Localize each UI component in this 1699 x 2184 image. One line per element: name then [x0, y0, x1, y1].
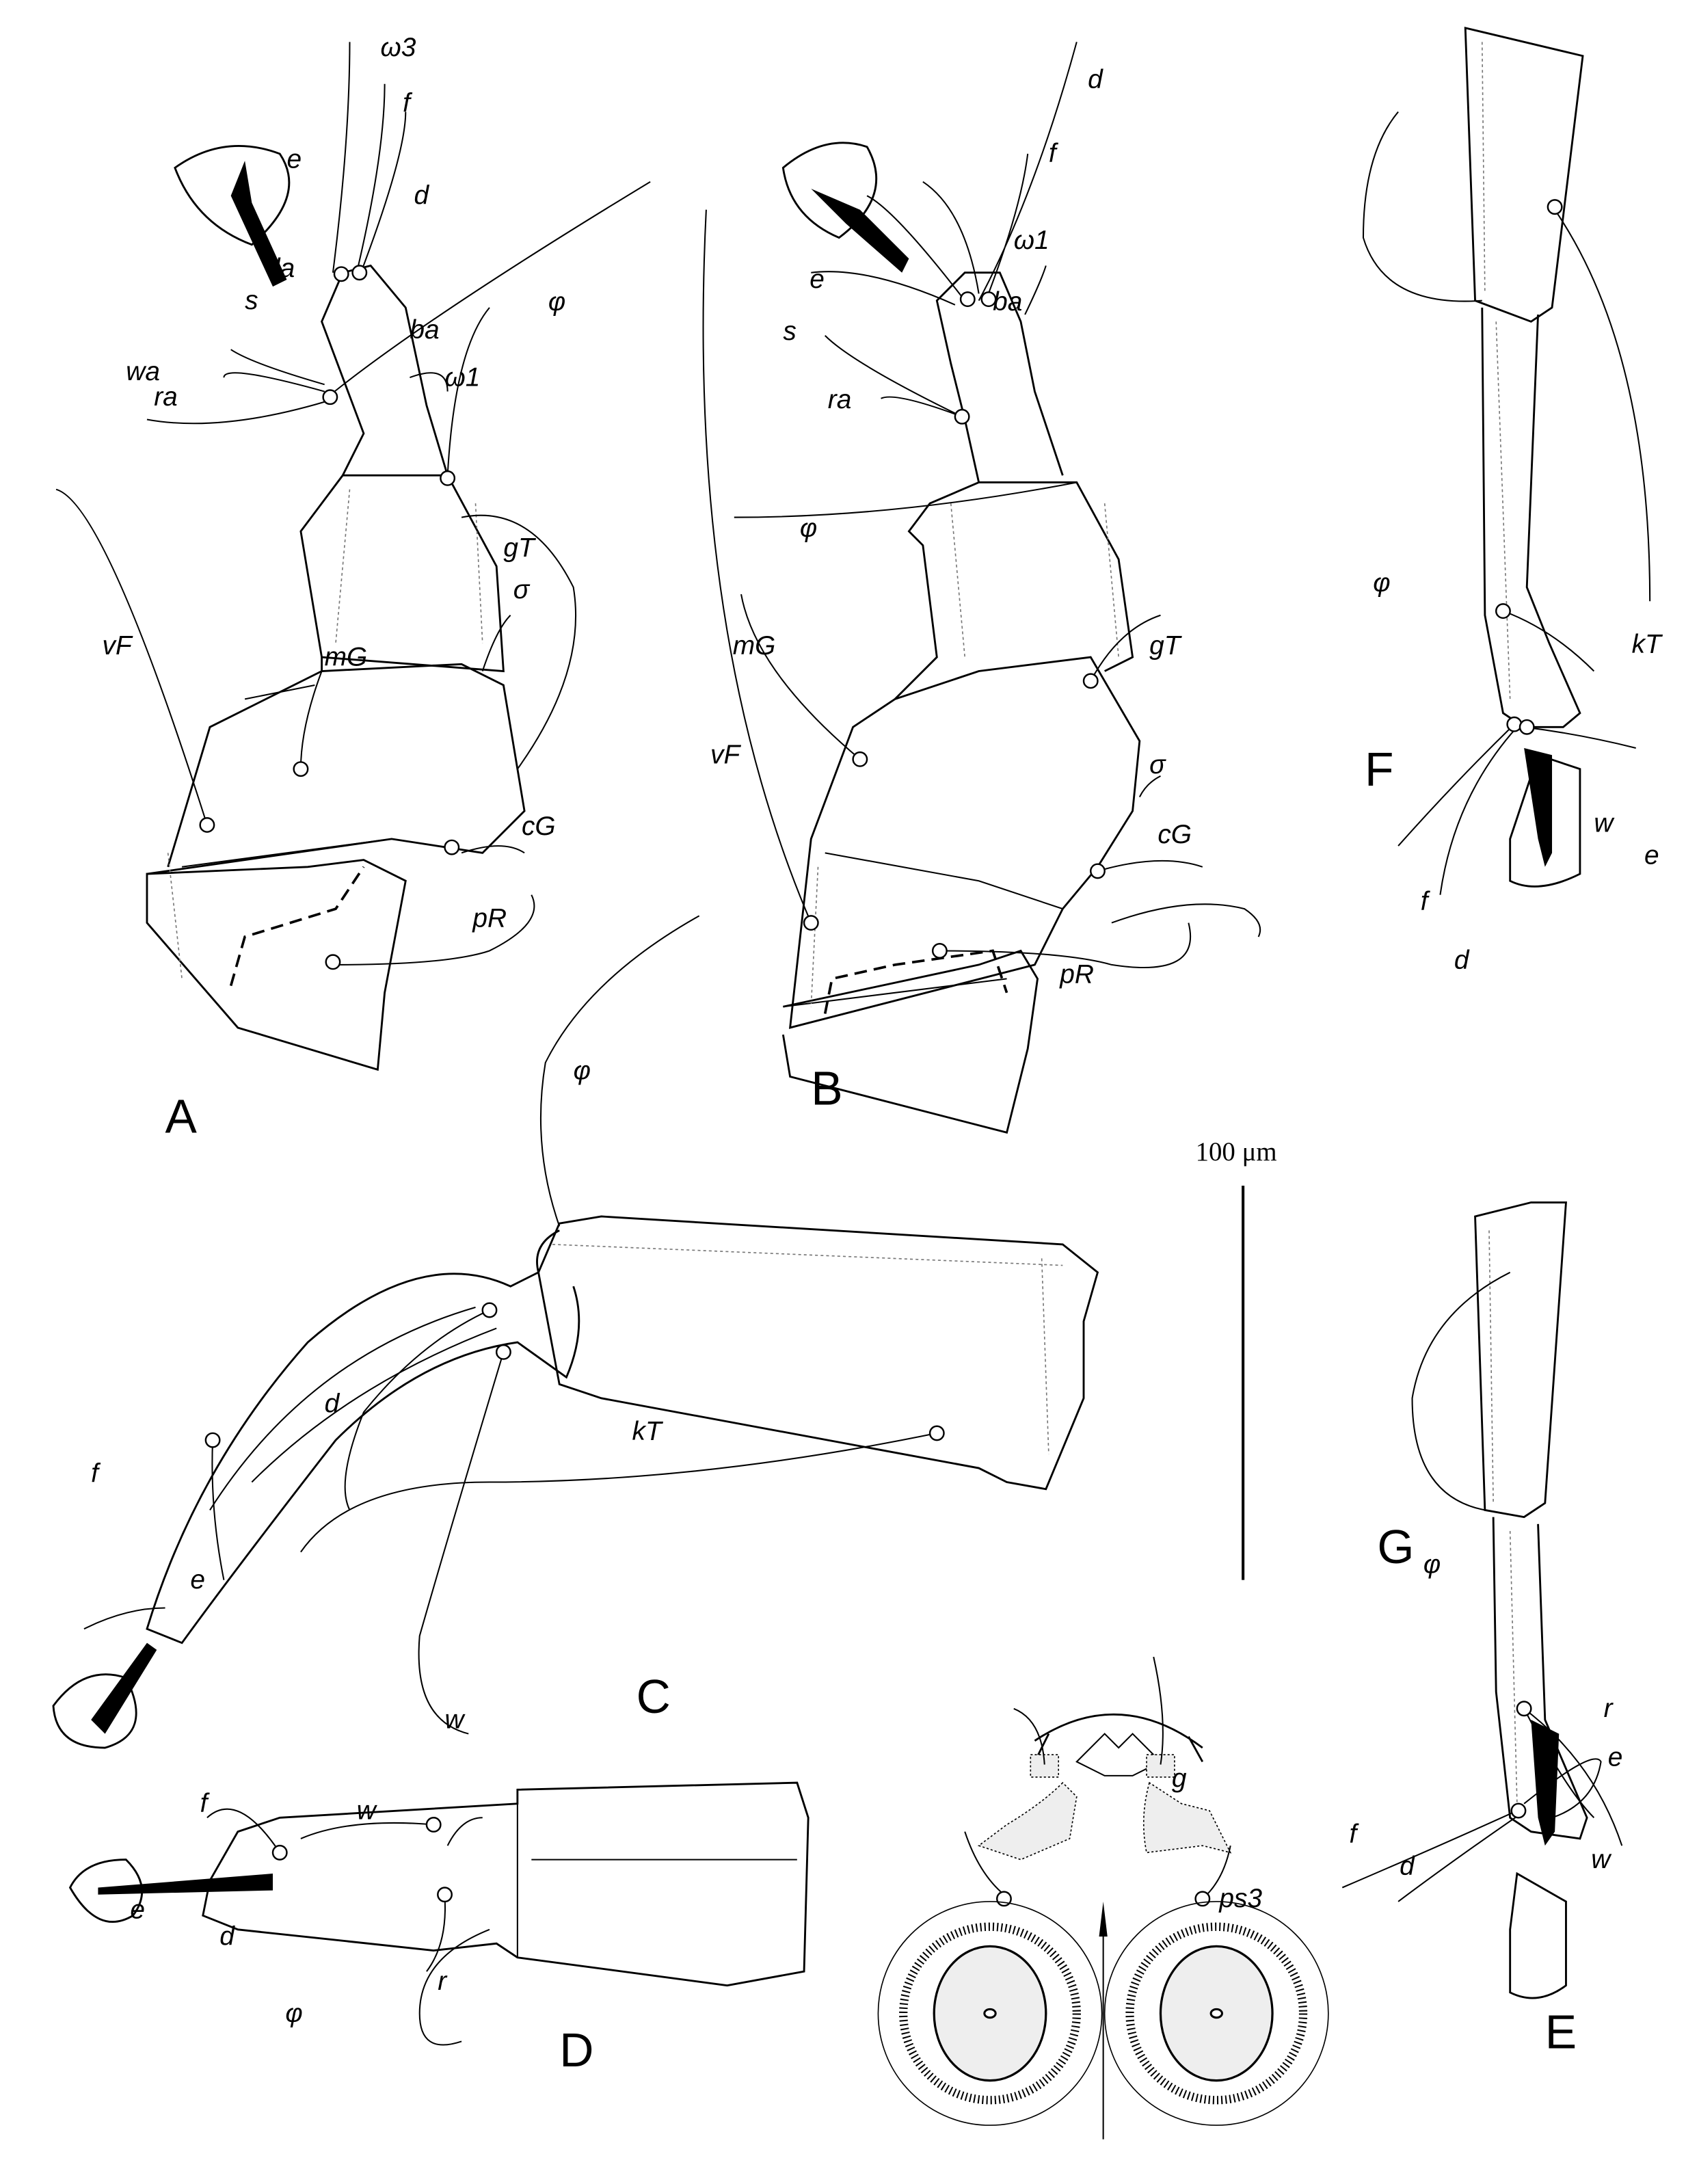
seta-label: la [274, 254, 295, 283]
panel-letter-f: F [1365, 743, 1393, 796]
seta-label: f [1350, 1820, 1360, 1849]
seta-label: w [357, 1796, 378, 1825]
seta-label: kT [632, 1417, 664, 1446]
seta-label: φ [548, 287, 565, 317]
seta-label: e [1608, 1743, 1623, 1772]
seta-label: σ [1149, 750, 1166, 780]
panel-e-genital-region [877, 1656, 1329, 2140]
panel-letter-d: D [559, 2023, 593, 2077]
seta-label: pR [472, 904, 507, 933]
panel-letter-e: E [1545, 2006, 1577, 2059]
seta-label: vF [103, 631, 133, 661]
seta-label: d [219, 1921, 235, 1951]
seta-label: ω3 [380, 33, 416, 62]
seta-label: w [445, 1705, 466, 1734]
panel-letter-b: B [811, 1061, 842, 1115]
seta-label: s [245, 286, 258, 315]
seta-label: φ [285, 1999, 302, 2028]
seta-label: pR [1059, 960, 1094, 989]
seta-label: kT [1632, 630, 1663, 659]
seta-label: φ [800, 514, 817, 543]
seta-label: e [1644, 841, 1659, 870]
seta-label: ba [993, 287, 1022, 317]
seta-label: φ [574, 1056, 591, 1086]
seta-label: d [1454, 946, 1470, 975]
seta-label: ω1 [445, 362, 481, 392]
seta-label: r [1604, 1694, 1614, 1723]
panel-b-leg [702, 42, 1261, 1134]
panel-a-leg [55, 42, 651, 1071]
seta-label: f [403, 89, 413, 118]
seta-label: cG [522, 812, 556, 841]
panel-letter-g: G [1377, 1520, 1414, 1573]
seta-label: d [325, 1389, 340, 1418]
panel-g-leg [1341, 1201, 1623, 1999]
seta-label: f [1421, 887, 1431, 916]
seta-label: r [438, 1967, 448, 1996]
seta-label: e [190, 1565, 205, 1595]
seta-label: d [1400, 1852, 1415, 1881]
panel-letter-a: A [165, 1089, 198, 1143]
seta-label: d [414, 181, 430, 211]
seta-label: ra [828, 385, 852, 414]
seta-label: w [1591, 1845, 1612, 1874]
seta-label: g [1172, 1763, 1187, 1793]
seta-label: e [130, 1895, 145, 1924]
scale-bar-label: 100 μm [1196, 1137, 1277, 1167]
seta-label: ω1 [1014, 226, 1049, 255]
seta-label: ba [410, 315, 439, 345]
seta-label: ps3 [1218, 1884, 1262, 1913]
panel-letter-c: C [637, 1670, 671, 1723]
seta-label: cG [1158, 820, 1192, 849]
seta-label: e [286, 144, 302, 174]
seta-label: gT [503, 533, 537, 563]
seta-label: f [1049, 139, 1059, 168]
seta-label: s [783, 317, 796, 346]
seta-label: mG [325, 642, 368, 671]
seta-label: φ [1423, 1549, 1441, 1579]
seta-label: mG [733, 631, 776, 661]
panel-d-leg [68, 1781, 810, 2046]
seta-label: gT [1149, 631, 1183, 661]
seta-label: σ [513, 575, 531, 604]
seta-label: φ [1373, 568, 1390, 598]
seta-label: wa [126, 357, 160, 386]
seta-label: e [810, 265, 825, 294]
seta-label: d [1088, 65, 1103, 94]
seta-label: ra [154, 382, 178, 412]
panel-c-leg [52, 915, 1099, 1749]
seta-label: f [200, 1789, 211, 1818]
seta-label: vF [710, 740, 741, 769]
panel-f-leg [1362, 27, 1651, 895]
seta-label: f [91, 1459, 101, 1489]
seta-label: w [1594, 809, 1615, 838]
